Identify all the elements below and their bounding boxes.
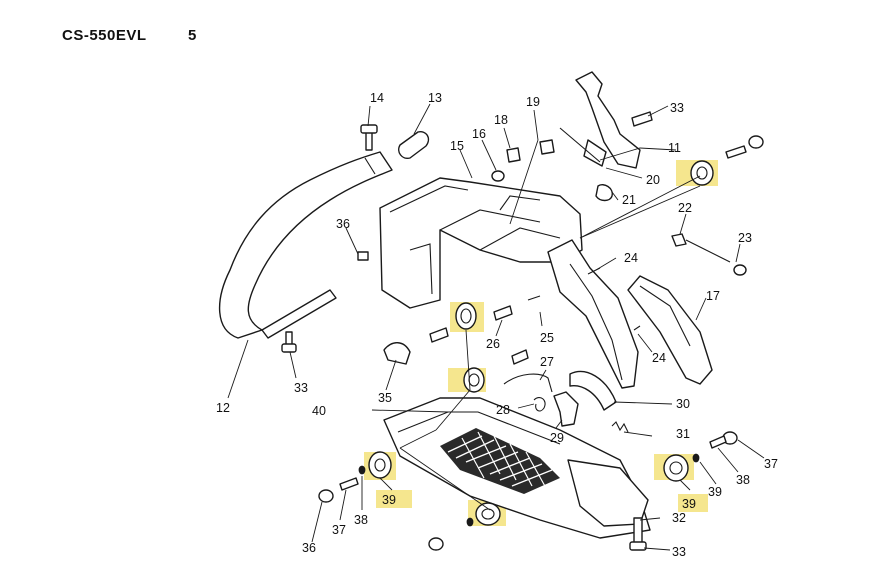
callout-25: 25 [540, 331, 554, 345]
callout-37-left: 37 [332, 523, 346, 537]
callout-19: 19 [526, 95, 540, 109]
callout-17: 17 [706, 289, 720, 303]
callout-11: 11 [668, 141, 681, 155]
callout-37-right: 38 [736, 473, 750, 487]
callout-33-top: 33 [670, 101, 684, 115]
highlight-label-39-left [376, 490, 412, 508]
bottom-grate [440, 428, 560, 494]
callout-14: 14 [370, 91, 384, 105]
callout-38-left: 38 [354, 513, 368, 527]
callout-31: 31 [676, 427, 690, 441]
callout-35: 36 [336, 217, 350, 231]
callout-18: 18 [494, 113, 508, 127]
callout-26: 26 [486, 337, 500, 351]
callout-34: 35 [378, 391, 392, 405]
callout-39-right: 39 [682, 497, 696, 511]
callout-28: 28 [496, 403, 510, 417]
callout-15: 15 [450, 139, 464, 153]
callout-33-left: 33 [294, 381, 308, 395]
highlight-label-39-right [678, 494, 708, 512]
callout-12: 12 [216, 401, 230, 415]
model-title: CS-550EVL [62, 27, 147, 44]
callout-24-lower: 24 [652, 351, 666, 365]
callout-16: 16 [472, 127, 486, 141]
callout-20: 20 [646, 173, 660, 187]
callout-33-bottom: 33 [672, 545, 686, 559]
callout-21: 21 [622, 193, 636, 207]
bolt-14 [360, 124, 378, 151]
tank-housing [379, 177, 583, 309]
callout-24-upper: 24 [624, 251, 638, 265]
spring-31 [611, 421, 629, 433]
callout-23: 23 [738, 231, 752, 245]
callout-38-right: 39 [708, 485, 722, 499]
throttle-trigger [539, 71, 641, 202]
cap-16-18 [491, 147, 521, 182]
callout-30: 30 [676, 397, 690, 411]
rear-handle [547, 239, 639, 389]
grip-sleeve-13 [398, 131, 430, 159]
callout-40: 40 [312, 404, 326, 418]
throttle-parts [503, 373, 579, 427]
callout-39-left: 39 [382, 493, 396, 507]
callout-22: 22 [678, 201, 692, 215]
grip-30 [569, 370, 617, 411]
bolt-33-left [281, 331, 297, 353]
leader-lines [227, 103, 765, 551]
callout-32: 32 [672, 511, 686, 525]
callout-13: 13 [428, 91, 442, 105]
page-number: 5 [188, 27, 197, 44]
callout-labels: 14 13 15 16 18 19 33 11 20 21 22 23 24 1… [216, 91, 778, 559]
callout-36-right: 37 [764, 457, 778, 471]
callout-27: 27 [540, 355, 554, 369]
callout-36-left: 36 [302, 541, 316, 555]
callout-29: 29 [550, 431, 564, 445]
side-cover-17 [627, 275, 713, 385]
front-handle [219, 151, 393, 339]
